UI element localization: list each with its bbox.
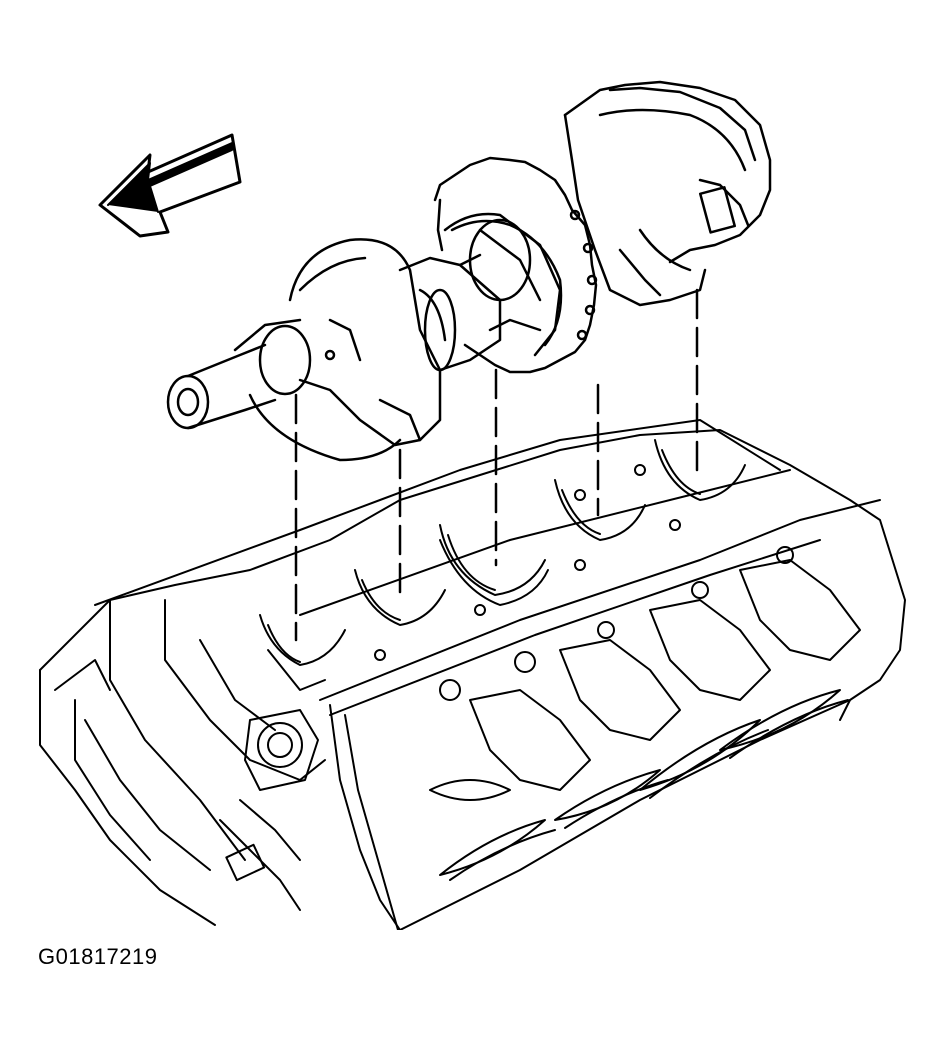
alignment-lines [294,288,699,642]
figure-id-label: G01817219 [38,944,158,969]
crankshaft-installation-illustration [39,80,906,930]
main-bearing-saddles [259,439,746,691]
engine-block [39,419,906,930]
direction-arrow-icon [98,133,242,238]
reluctor-wheel [433,156,598,374]
cylinder-bores [429,546,861,881]
crankshaft [166,212,562,462]
rear-crank-flange [563,80,772,307]
